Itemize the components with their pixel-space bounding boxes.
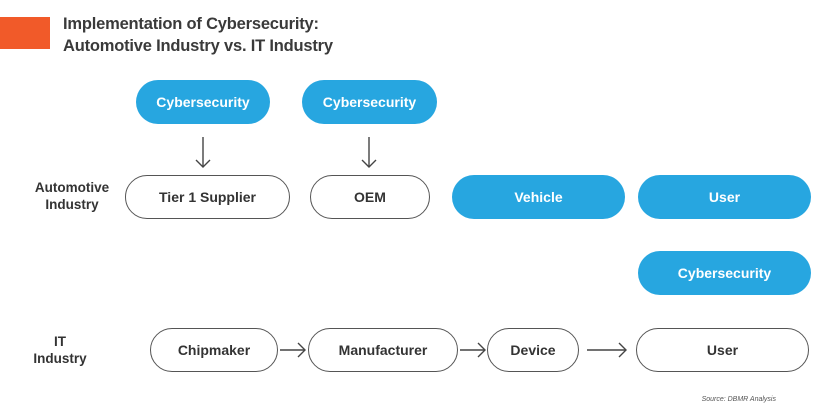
down-arrow-icon — [195, 137, 211, 168]
title-line-2: Automotive Industry vs. IT Industry — [63, 37, 333, 55]
accent-bar — [0, 17, 50, 49]
tier1-supplier-node: Tier 1 Supplier — [125, 175, 290, 219]
it-label-line1: IT — [54, 334, 66, 349]
device-node: Device — [487, 328, 579, 372]
right-arrow-icon — [587, 342, 627, 358]
cybersecurity-node-tier1: Cybersecurity — [136, 80, 270, 124]
source-note: Source: DBMR Analysis — [701, 396, 776, 403]
automotive-label-line1: Automotive — [34, 180, 110, 195]
right-arrow-icon — [460, 342, 486, 358]
it-user-node: User — [636, 328, 809, 372]
it-label-line2: Industry — [33, 351, 87, 366]
automotive-label-line2: Industry — [45, 197, 99, 212]
cybersecurity-node-oem: Cybersecurity — [302, 80, 437, 124]
automotive-user-node: User — [638, 175, 811, 219]
it-industry-label: IT Industry — [24, 333, 96, 367]
title-line-1: Implementation of Cybersecurity: — [63, 15, 319, 33]
cybersecurity-node-it-user: Cybersecurity — [638, 251, 811, 295]
chipmaker-node: Chipmaker — [150, 328, 278, 372]
automotive-industry-label: Automotive Industry — [24, 179, 120, 213]
page-title: Implementation of Cybersecurity: Automot… — [63, 13, 333, 57]
vehicle-node: Vehicle — [452, 175, 625, 219]
oem-node: OEM — [310, 175, 430, 219]
manufacturer-node: Manufacturer — [308, 328, 458, 372]
down-arrow-icon — [361, 137, 377, 168]
right-arrow-icon — [280, 342, 306, 358]
